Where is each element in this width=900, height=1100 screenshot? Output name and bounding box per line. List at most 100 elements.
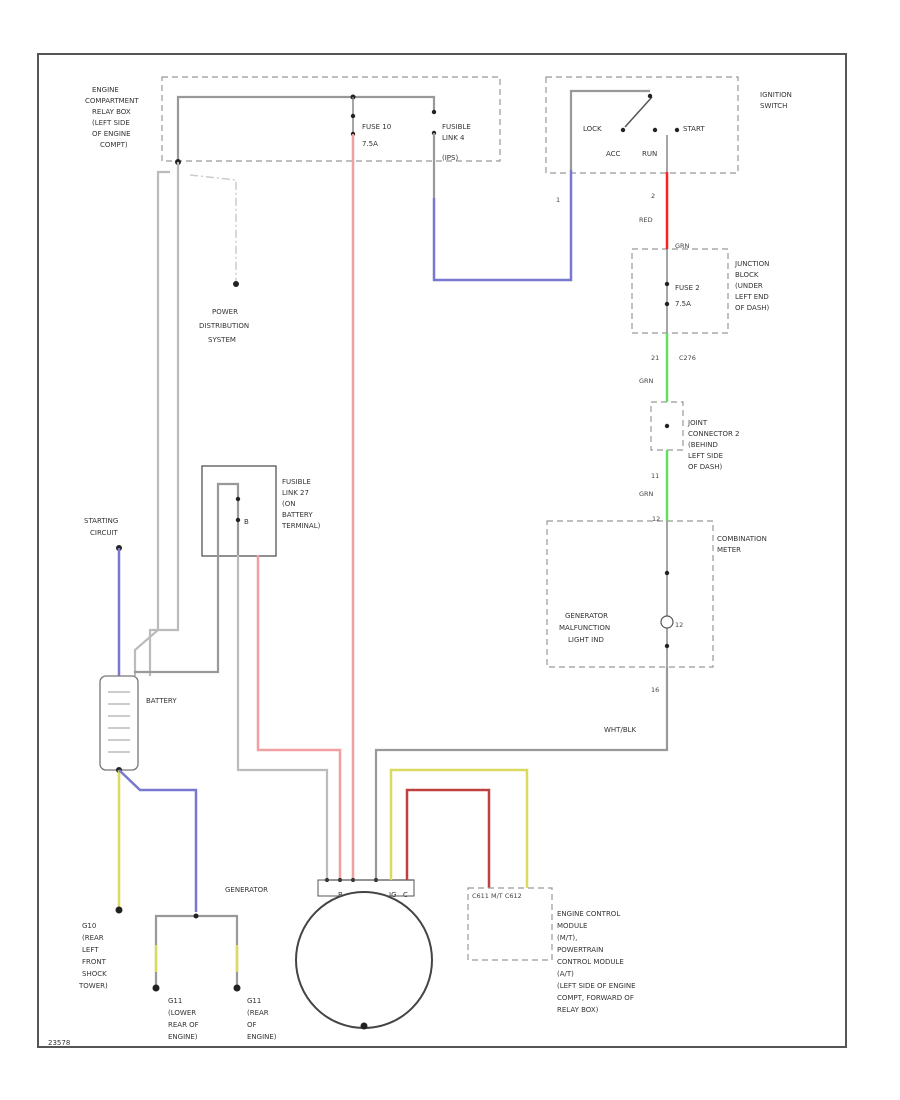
relay-box-label: ENGINE COMPARTMENT RELAY BOX (LEFT SIDE … — [85, 86, 139, 149]
wire-blue-ignition — [432, 170, 573, 282]
label-lock: LOCK — [583, 125, 602, 133]
ignition-internal-wire — [569, 89, 650, 170]
ignition-run-dot — [652, 127, 658, 133]
combination-meter-label: COMBINATION METER — [717, 535, 767, 554]
svg-text:JOINT: JOINT — [687, 419, 708, 427]
combination-meter-outline — [546, 520, 714, 668]
svg-text:G11: G11 — [168, 997, 182, 1005]
svg-text:(IPS): (IPS) — [442, 154, 458, 162]
ecm-connector-label: C611 M/T C612 — [472, 892, 522, 900]
pin-21: 21 — [651, 354, 659, 362]
label-grn-mid: GRN — [639, 377, 654, 385]
ground-splice-dot — [193, 913, 199, 919]
svg-text:(LEFT SIDE OF ENGINE: (LEFT SIDE OF ENGINE — [557, 982, 636, 990]
ground-g10-label: G10 (REAR LEFT FRONT SHOCK TOWER) — [78, 922, 108, 990]
svg-text:(LOWER: (LOWER — [168, 1009, 196, 1017]
svg-text:(A/T): (A/T) — [557, 970, 574, 978]
fusible-link-4: FUSIBLE LINK 4 (IPS) — [431, 109, 471, 162]
junction-block-label: JUNCTION BLOCK (UNDER LEFT END OF DASH) — [734, 260, 770, 312]
svg-text:7.5A: 7.5A — [362, 140, 378, 148]
label-wht-blk: WHT/BLK — [604, 726, 637, 734]
svg-text:LINK 27: LINK 27 — [282, 489, 309, 497]
svg-text:REAR OF: REAR OF — [168, 1021, 199, 1029]
svg-text:(REAR: (REAR — [82, 934, 104, 942]
svg-text:ENGINE): ENGINE) — [168, 1033, 198, 1041]
ground-g11-rear-dot — [233, 984, 241, 992]
svg-text:FUSE 2: FUSE 2 — [675, 284, 700, 292]
svg-text:LIGHT IND: LIGHT IND — [568, 636, 604, 644]
svg-text:MALFUNCTION: MALFUNCTION — [559, 624, 610, 632]
gen-pin-c: C — [403, 891, 408, 899]
ground-g11-rear-label: G11 (REAR OF ENGINE) — [247, 997, 277, 1041]
battery-symbol — [99, 675, 139, 771]
generator-symbol — [295, 891, 433, 1029]
svg-text:LINK 4: LINK 4 — [442, 134, 465, 142]
svg-text:OF: OF — [247, 1021, 257, 1029]
joint-connector-label: JOINT CONNECTOR 2 (BEHIND LEFT SIDE OF D… — [687, 419, 740, 471]
svg-text:G11: G11 — [247, 997, 261, 1005]
power-distribution-label: POWER DISTRIBUTION SYSTEM — [199, 308, 249, 344]
ecm-outline — [467, 887, 553, 961]
label-run: RUN — [642, 150, 657, 158]
svg-text:CONTROL MODULE: CONTROL MODULE — [557, 958, 624, 966]
svg-text:GENERATOR: GENERATOR — [565, 612, 608, 620]
relay-box-outline — [161, 76, 501, 162]
generator-ground-dot — [360, 1022, 368, 1030]
ignition-contact — [624, 96, 653, 128]
svg-text:CONNECTOR 2: CONNECTOR 2 — [688, 430, 740, 438]
wire-yellow-gen-ecm — [389, 768, 529, 888]
svg-text:SYSTEM: SYSTEM — [208, 336, 236, 344]
svg-text:FUSIBLE: FUSIBLE — [442, 123, 471, 131]
ignition-pivot-dot — [647, 93, 653, 99]
svg-text:(LEFT SIDE: (LEFT SIDE — [92, 119, 130, 127]
power-distribution-dot — [233, 281, 239, 287]
svg-text:G10: G10 — [82, 922, 96, 930]
svg-text:ENGINE: ENGINE — [92, 86, 119, 94]
wire-power-distribution — [189, 174, 237, 282]
svg-text:IGNITION: IGNITION — [760, 91, 792, 99]
wire-darkred-gen-ecm — [405, 788, 491, 888]
ground-g11-lower-label: G11 (LOWER REAR OF ENGINE) — [168, 997, 199, 1041]
meter-dot-2 — [664, 643, 670, 649]
svg-text:SHOCK: SHOCK — [82, 970, 107, 978]
fusible27-dot-1 — [235, 496, 241, 502]
gen-pin-ig: IG — [389, 891, 397, 899]
svg-text:STARTING: STARTING — [84, 517, 118, 525]
wire-white-fusible27-generator — [236, 555, 329, 880]
fusible27-dot-2 — [235, 517, 241, 523]
label-red: RED — [639, 216, 653, 224]
label-start: START — [683, 125, 705, 133]
label-c276: C276 — [679, 354, 696, 362]
ignition-switch-label: IGNITION SWITCH — [760, 91, 792, 110]
pin-2: 2 — [651, 192, 655, 200]
svg-text:OF ENGINE: OF ENGINE — [92, 130, 131, 138]
svg-text:COMPT, FORWARD OF: COMPT, FORWARD OF — [557, 994, 634, 1002]
svg-text:LEFT END: LEFT END — [735, 293, 769, 301]
wire-blue-ground — [118, 769, 198, 912]
svg-text:MODULE: MODULE — [557, 922, 587, 930]
wire-white-relay-battery — [148, 162, 180, 676]
pin-1: 1 — [556, 196, 560, 204]
wire-white-relay-battery-2 — [133, 170, 170, 676]
label-grn-top: GRN — [675, 242, 690, 250]
svg-text:COMBINATION: COMBINATION — [717, 535, 767, 543]
fusible27-pin: B — [244, 518, 249, 526]
svg-text:LEFT SIDE: LEFT SIDE — [688, 452, 723, 460]
svg-text:DISTRIBUTION: DISTRIBUTION — [199, 322, 249, 330]
svg-text:(UNDER: (UNDER — [735, 282, 763, 290]
wire-red-fusible27-generator — [256, 555, 342, 880]
svg-text:(BEHIND: (BEHIND — [688, 441, 718, 449]
svg-text:CIRCUIT: CIRCUIT — [90, 529, 119, 537]
svg-text:OF DASH): OF DASH) — [735, 304, 770, 312]
ignition-acc-dot — [620, 127, 626, 133]
svg-text:RELAY BOX: RELAY BOX — [92, 108, 131, 116]
svg-text:JUNCTION: JUNCTION — [734, 260, 769, 268]
label-grn-low: GRN — [639, 490, 654, 498]
pin-12-light: 12 — [675, 621, 683, 629]
svg-text:COMPT): COMPT) — [100, 141, 128, 149]
meter-dot-1 — [664, 570, 670, 576]
svg-text:POWER: POWER — [212, 308, 238, 316]
svg-text:ENGINE CONTROL: ENGINE CONTROL — [557, 910, 620, 918]
wire-wht-blk — [374, 667, 669, 880]
